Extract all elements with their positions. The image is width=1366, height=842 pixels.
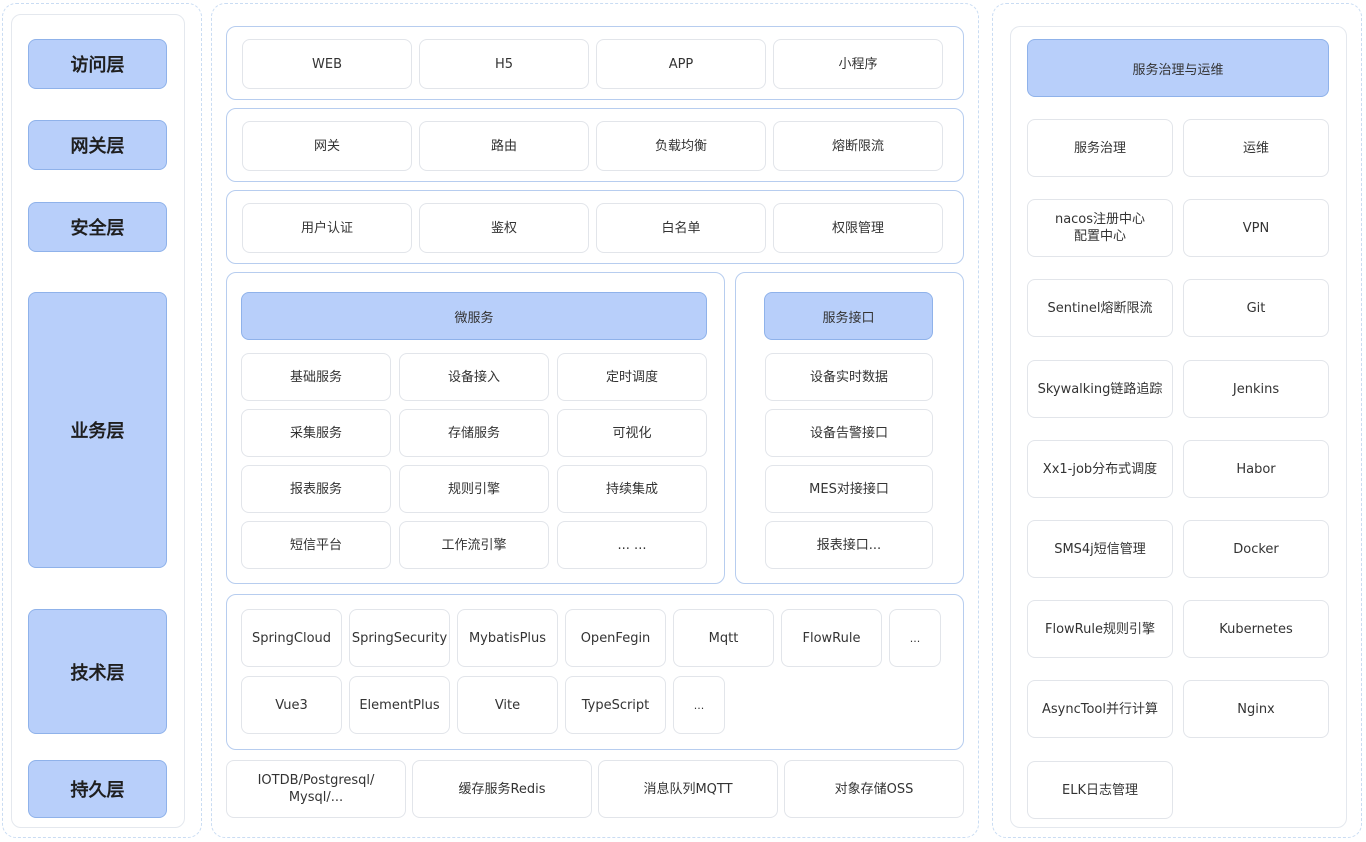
access-h5: H5 <box>419 39 589 89</box>
layer-security: 安全层 <box>28 202 167 252</box>
tech-item: MybatisPlus <box>457 609 558 667</box>
tech-item: SpringCloud <box>241 609 342 667</box>
security-authz: 鉴权 <box>419 203 589 253</box>
gateway-loadbalance: 负载均衡 <box>596 121 766 171</box>
ops-governance-item: AsyncTool并行计算 <box>1027 680 1173 738</box>
microservice-item: 设备接入 <box>399 353 549 401</box>
microservice-item: 可视化 <box>557 409 707 457</box>
microservice-item: 短信平台 <box>241 521 391 569</box>
persist-mqtt: 消息队列MQTT <box>598 760 778 818</box>
ops-devops-item: Jenkins <box>1183 360 1329 418</box>
ops-devops-item: Git <box>1183 279 1329 337</box>
access-app: APP <box>596 39 766 89</box>
ops-devops-item: 运维 <box>1183 119 1329 177</box>
microservice-item: 定时调度 <box>557 353 707 401</box>
ops-governance-item: Sentinel熔断限流 <box>1027 279 1173 337</box>
access-web: WEB <box>242 39 412 89</box>
microservice-item: 报表服务 <box>241 465 391 513</box>
ops-governance-item: Skywalking链路追踪 <box>1027 360 1173 418</box>
layer-access: 访问层 <box>28 39 167 89</box>
layer-tech: 技术层 <box>28 609 167 734</box>
api-item: 设备告警接口 <box>765 409 933 457</box>
persist-oss: 对象存储OSS <box>784 760 964 818</box>
ops-governance-item: FlowRule规则引擎 <box>1027 600 1173 658</box>
ops-devops-item: Habor <box>1183 440 1329 498</box>
tech-item: FlowRule <box>781 609 882 667</box>
gateway-circuitbreaker: 熔断限流 <box>773 121 943 171</box>
layer-business: 业务层 <box>28 292 167 568</box>
layer-persist: 持久层 <box>28 760 167 818</box>
ops-governance-item: Xx1-job分布式调度 <box>1027 440 1173 498</box>
microservice-item: ... ... <box>557 521 707 569</box>
microservice-item: 基础服务 <box>241 353 391 401</box>
ops-title: 服务治理与运维 <box>1027 39 1329 97</box>
ops-devops-item: Nginx <box>1183 680 1329 738</box>
api-item: 报表接口... <box>765 521 933 569</box>
service-api-title: 服务接口 <box>764 292 933 340</box>
security-whitelist: 白名单 <box>596 203 766 253</box>
tech-item: ... <box>889 609 941 667</box>
tech-item: OpenFegin <box>565 609 666 667</box>
tech-item: Mqtt <box>673 609 774 667</box>
microservice-item: 工作流引擎 <box>399 521 549 569</box>
ops-devops-item: VPN <box>1183 199 1329 257</box>
tech-item: SpringSecurity <box>349 609 450 667</box>
ops-devops-item: Docker <box>1183 520 1329 578</box>
tech-item: ElementPlus <box>349 676 450 734</box>
ops-governance-item: 服务治理 <box>1027 119 1173 177</box>
tech-item: TypeScript <box>565 676 666 734</box>
gateway-gateway: 网关 <box>242 121 412 171</box>
security-auth: 用户认证 <box>242 203 412 253</box>
security-permission: 权限管理 <box>773 203 943 253</box>
persist-db: IOTDB/Postgresql/ Mysql/... <box>226 760 406 818</box>
gateway-route: 路由 <box>419 121 589 171</box>
ops-governance-item: ELK日志管理 <box>1027 761 1173 819</box>
tech-item: ... <box>673 676 725 734</box>
access-miniprogram: 小程序 <box>773 39 943 89</box>
tech-item: Vite <box>457 676 558 734</box>
microservice-item: 规则引擎 <box>399 465 549 513</box>
tech-item: Vue3 <box>241 676 342 734</box>
persist-redis: 缓存服务Redis <box>412 760 592 818</box>
ops-governance-item: nacos注册中心 配置中心 <box>1027 199 1173 257</box>
microservice-item: 采集服务 <box>241 409 391 457</box>
ops-devops-item: Kubernetes <box>1183 600 1329 658</box>
api-item: 设备实时数据 <box>765 353 933 401</box>
microservice-item: 存储服务 <box>399 409 549 457</box>
layer-gateway: 网关层 <box>28 120 167 170</box>
microservice-title: 微服务 <box>241 292 707 340</box>
ops-governance-item: SMS4j短信管理 <box>1027 520 1173 578</box>
microservice-item: 持续集成 <box>557 465 707 513</box>
api-item: MES对接接口 <box>765 465 933 513</box>
